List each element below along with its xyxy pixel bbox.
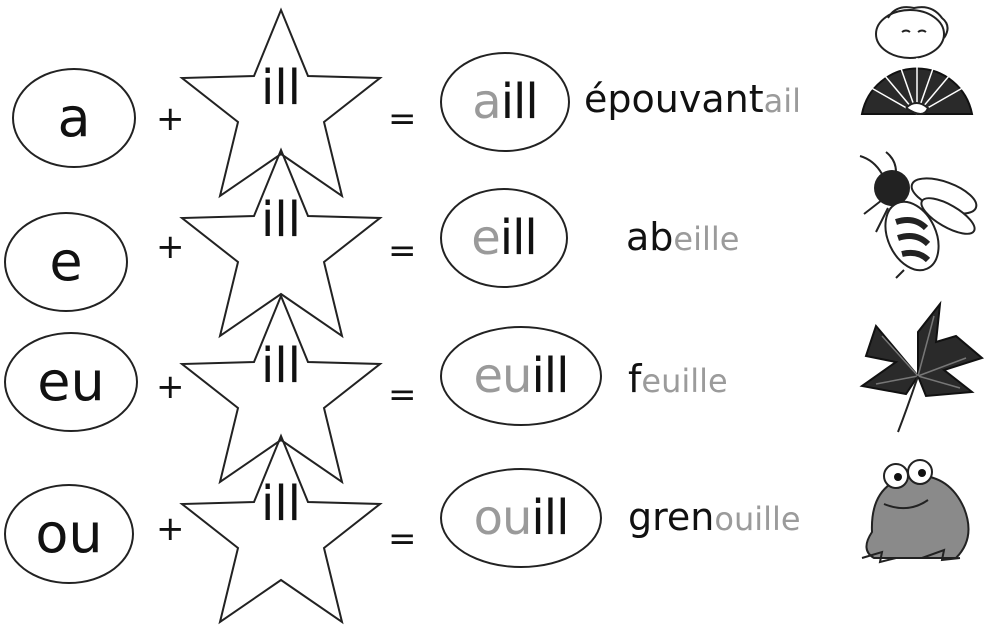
result-vowel: ou xyxy=(473,490,533,546)
vowel-oval: e xyxy=(4,212,128,312)
example-word: épouvantail xyxy=(584,80,801,118)
result-ill: ill xyxy=(500,74,539,130)
result-vowel: eu xyxy=(473,348,533,404)
bee-icon xyxy=(852,150,982,279)
word-dark-part: épouvant xyxy=(584,77,764,121)
fan-icon xyxy=(848,4,978,124)
word-light-part: eille xyxy=(673,220,740,258)
word-dark-part: gren xyxy=(628,495,715,539)
example-word: feuille xyxy=(628,360,728,398)
example-word: grenouille xyxy=(628,498,801,536)
result-ill: ill xyxy=(531,490,569,546)
word-light-part: ail xyxy=(763,82,801,120)
result-ill: ill xyxy=(499,210,538,266)
vowel-oval: a xyxy=(12,68,136,168)
result-oval: aill xyxy=(440,52,570,152)
result-oval: euill xyxy=(440,326,602,426)
word-light-part: euille xyxy=(641,362,728,400)
vowel-oval: ou xyxy=(4,484,134,584)
vowel-text: ou xyxy=(35,502,103,565)
star-shape: ill xyxy=(176,6,386,206)
result-oval: eill xyxy=(440,188,568,288)
frog-icon xyxy=(852,454,982,574)
word-light-part: ouille xyxy=(714,500,801,538)
row-a: a + ill = aill épouvantail xyxy=(0,0,986,199)
equals-sign: = xyxy=(388,231,417,271)
row-ou: ou + ill = ouill grenouille xyxy=(0,433,986,625)
result-ill: ill xyxy=(531,348,569,404)
star-shape: ill xyxy=(176,432,386,632)
word-dark-part: ab xyxy=(626,215,674,259)
star-outline xyxy=(179,7,383,199)
row-eu: eu + ill = euill feuille xyxy=(0,292,986,485)
star-outline xyxy=(179,433,383,625)
star-text: ill xyxy=(260,192,301,248)
star-text: ill xyxy=(260,338,301,394)
plus-sign: + xyxy=(156,227,185,267)
equals-sign: = xyxy=(388,99,417,139)
row-e: e + ill = eill abeille xyxy=(0,146,986,339)
equals-sign: = xyxy=(388,375,417,415)
star-text: ill xyxy=(260,60,301,116)
result-oval: ouill xyxy=(440,468,602,568)
star-shape: ill xyxy=(176,292,386,492)
star-text: ill xyxy=(260,476,301,532)
result-vowel: e xyxy=(471,210,501,266)
result-vowel: a xyxy=(472,74,501,130)
vowel-text: eu xyxy=(37,350,105,413)
vowel-oval: eu xyxy=(4,332,138,432)
word-dark-part: f xyxy=(628,357,642,401)
vowel-text: e xyxy=(49,230,83,293)
leaf-icon xyxy=(856,296,986,433)
equals-sign: = xyxy=(388,519,417,559)
vowel-text: a xyxy=(57,86,91,149)
plus-sign: + xyxy=(156,509,185,549)
plus-sign: + xyxy=(156,367,185,407)
star-outline xyxy=(179,293,383,485)
plus-sign: + xyxy=(156,99,185,139)
example-word: abeille xyxy=(626,218,739,256)
